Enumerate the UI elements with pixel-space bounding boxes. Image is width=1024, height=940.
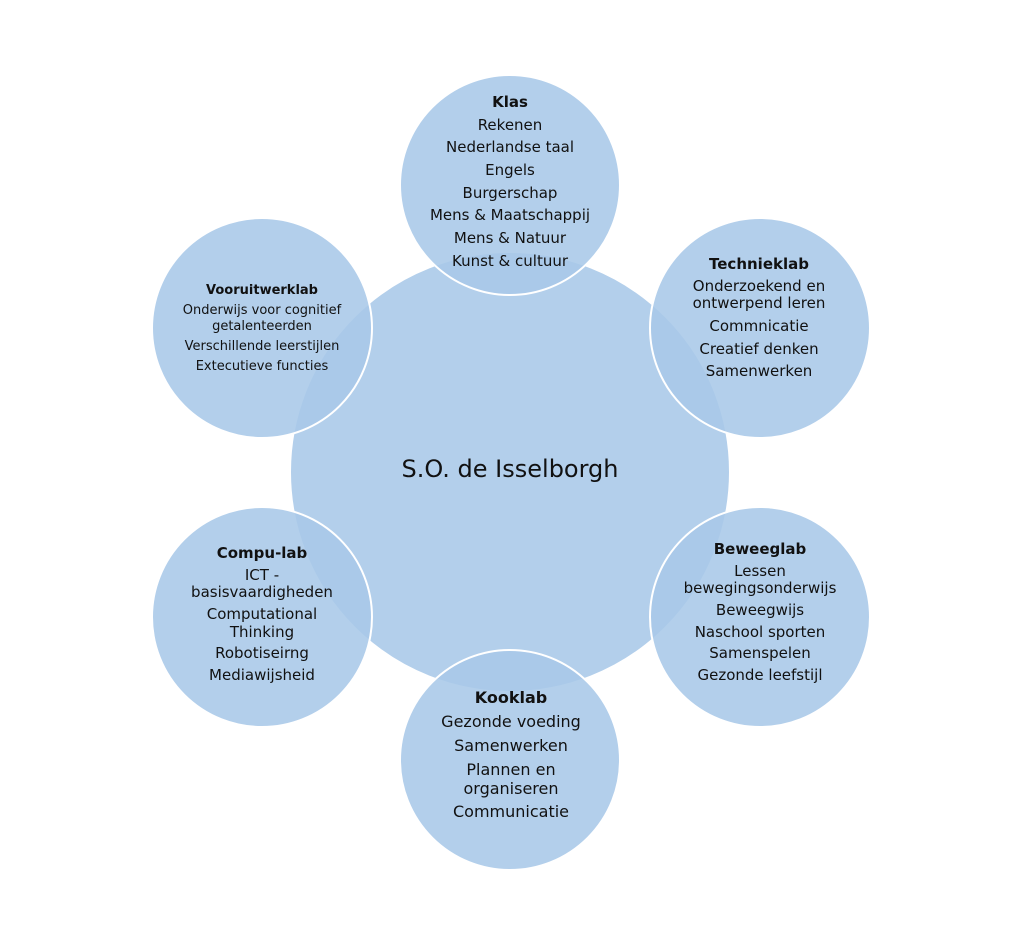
klas-item: Mens & Natuur: [453, 229, 567, 248]
kook-item: Gezonde voeding: [441, 711, 581, 731]
beweeg-item: Naschool sporten: [694, 622, 826, 641]
vooruit-circle: [151, 217, 373, 439]
compu-node-text: Compu-lab ICT - basisvaardigheden Comput…: [178, 544, 346, 689]
center-title: S.O. de Isselborgh: [401, 455, 619, 483]
vooruit-title: Vooruitwerklab: [206, 283, 318, 298]
techniek-node-text: Technieklab Onderzoekend en ontwerpend l…: [672, 255, 846, 386]
kook-item: Communicatie: [452, 802, 570, 822]
klas-item: Rekenen: [477, 115, 543, 134]
vooruit-node-text: Vooruitwerklab Onderwijs voor cognitief …: [172, 283, 352, 380]
klas-node-text: Klas Rekenen Nederlandse taal Engels Bur…: [420, 93, 600, 276]
beweeg-item: Samenspelen: [709, 644, 811, 663]
kook-node-text: Kooklab Gezonde voeding Samenwerken Plan…: [426, 688, 596, 827]
compu-item: Robotiseirng: [215, 644, 309, 663]
kook-title: Kooklab: [474, 688, 548, 707]
kook-item: Samenwerken: [454, 735, 568, 755]
techniek-item: Samenwerken: [705, 362, 813, 381]
beweeg-circle: [649, 506, 871, 728]
techniek-title: Technieklab: [709, 255, 809, 273]
techniek-item: Commnicatie: [709, 317, 809, 336]
techniek-item: Onderzoekend en ontwerpend leren: [692, 276, 826, 313]
techniek-circle: [649, 217, 871, 439]
klas-item: Nederlandse taal: [446, 138, 574, 157]
klas-item: Engels: [485, 161, 535, 180]
vooruit-item: Verschillende leerstijlen: [184, 338, 340, 354]
klas-item: Kunst & cultuur: [451, 251, 568, 270]
compu-title: Compu-lab: [216, 544, 308, 562]
kook-circle: [399, 649, 621, 871]
beweeg-node-text: Beweeglab Lessen bewegingsonderwijs Bewe…: [668, 540, 852, 689]
beweeg-title: Beweeglab: [713, 540, 807, 558]
vooruit-item: Onderwijs voor cognitief getalenteerden: [182, 303, 342, 334]
compu-item: Mediawijsheid: [209, 666, 315, 685]
beweeg-item: Gezonde leefstijl: [697, 666, 823, 685]
beweeg-item: Beweegwijs: [715, 601, 805, 620]
klas-item: Mens & Maatschappij: [429, 206, 591, 225]
compu-circle: [151, 506, 373, 728]
klas-item: Burgerschap: [462, 183, 558, 202]
klas-circle: [399, 74, 621, 296]
kook-item: Plannen en organiseren: [463, 759, 559, 798]
techniek-item: Creatief denken: [699, 339, 819, 358]
beweeg-item: Lessen bewegingsonderwijs: [683, 561, 837, 598]
vooruit-item: Extecutieve functies: [195, 359, 329, 375]
klas-title: Klas: [492, 93, 528, 111]
compu-item: ICT - basisvaardigheden: [191, 565, 333, 602]
compu-item: Computational Thinking: [206, 605, 318, 641]
